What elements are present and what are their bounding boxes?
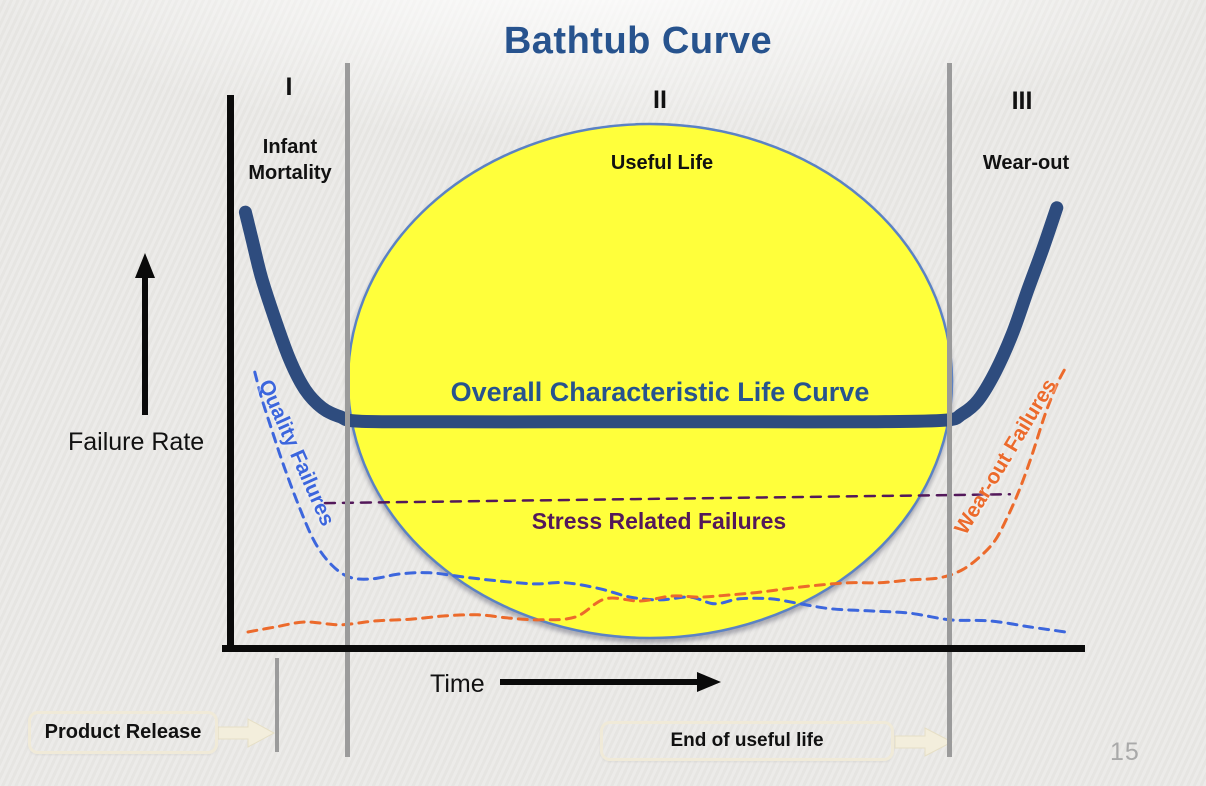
product-release-callout: Product Release <box>28 711 218 754</box>
region-divider-2 <box>947 63 952 757</box>
time-arrow-icon <box>500 672 721 692</box>
region-numeral-2: II <box>653 86 667 114</box>
product-release-label: Product Release <box>44 721 202 743</box>
page-number: 15 <box>1110 738 1140 766</box>
curve-stress <box>323 493 1012 505</box>
end-of-useful-life-label: End of useful life <box>670 730 824 751</box>
page-title: Bathtub Curve <box>503 20 773 62</box>
failure-rate-arrow-icon <box>135 253 155 415</box>
product-release-tick <box>275 658 279 752</box>
region-numeral-1: I <box>285 73 293 101</box>
stress-failures-label: Stress Related Failures <box>531 508 787 534</box>
region-divider-1 <box>345 63 350 757</box>
region-numeral-3: III <box>1011 87 1033 115</box>
curve-layer <box>238 201 1067 634</box>
region-label-wear-out: Wear-out <box>982 152 1070 174</box>
product-release-arrow-icon <box>217 718 276 748</box>
x-axis-label: Time <box>430 670 485 698</box>
end-of-useful-life-callout: End of useful life <box>600 721 894 761</box>
x-axis <box>222 645 1085 652</box>
y-axis-label: Failure Rate <box>68 428 205 456</box>
curve-wearout <box>246 366 1067 634</box>
overall-curve-label: Overall Characteristic Life Curve <box>450 377 870 407</box>
y-axis <box>227 95 234 652</box>
end-of-useful-life-arrow-icon <box>894 727 954 757</box>
region-label-useful-life: Useful Life <box>610 152 714 174</box>
curve-quality <box>253 370 1067 634</box>
region-label-infant-mortality: Infant Mortality <box>248 136 332 184</box>
curve-overall <box>238 201 1064 429</box>
